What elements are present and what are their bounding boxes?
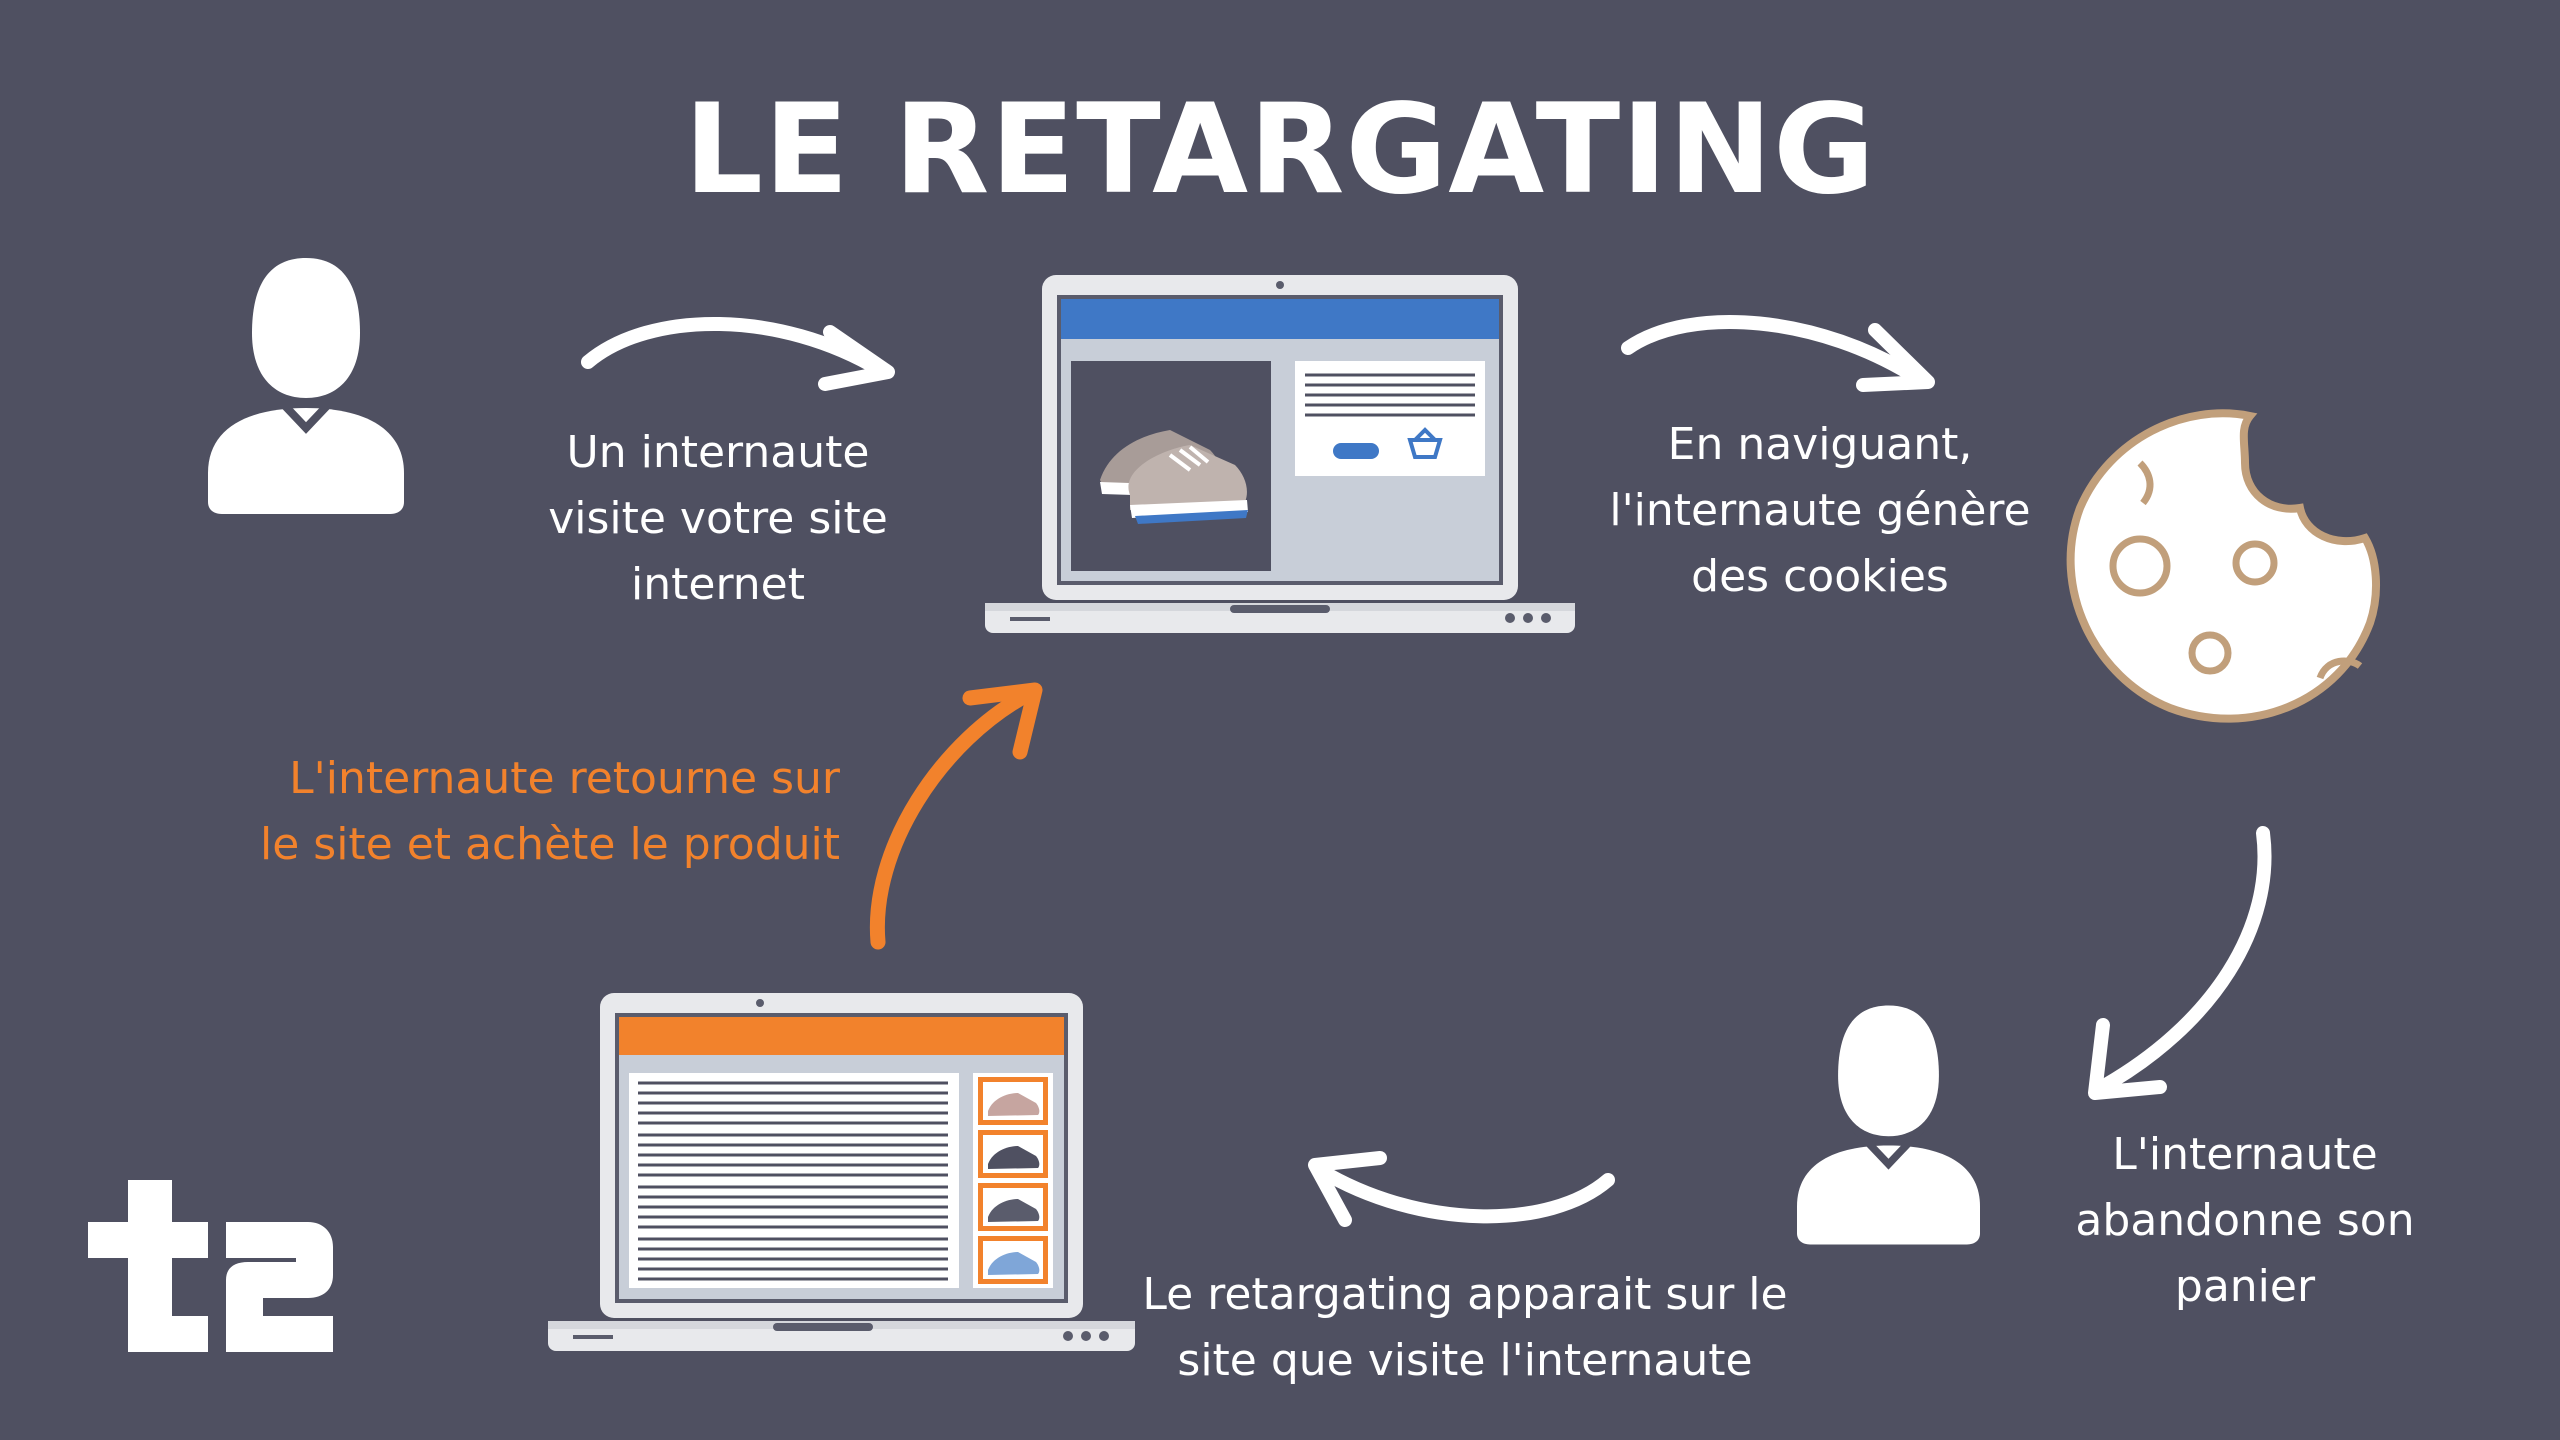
user-icon [1797, 1005, 1980, 1245]
step-return-text: L'internaute retourne sur le site et ach… [240, 746, 840, 878]
step-visit-text: Un internaute visite votre site internet [508, 420, 928, 618]
curved-arrow-icon [860, 680, 1060, 950]
curved-arrow-icon [1290, 1140, 1620, 1240]
laptop-icon [548, 993, 1135, 1353]
page-title: LE RETARGATING [0, 78, 2560, 222]
curved-arrow-icon [580, 300, 910, 400]
laptop-icon [985, 275, 1575, 635]
t2-logo [88, 1180, 333, 1352]
step-cookies-text: En naviguant, l'internaute génère des co… [1600, 412, 2040, 610]
cookie-icon [2065, 408, 2385, 728]
curved-arrow-icon [1620, 300, 1950, 400]
user-icon [208, 258, 404, 514]
step-abandon-text: L'internaute abandonne son panier [2060, 1122, 2430, 1320]
step-retargeting-text: Le retargating apparait sur le site que … [1135, 1262, 1795, 1394]
curved-arrow-icon [2075, 825, 2275, 1115]
